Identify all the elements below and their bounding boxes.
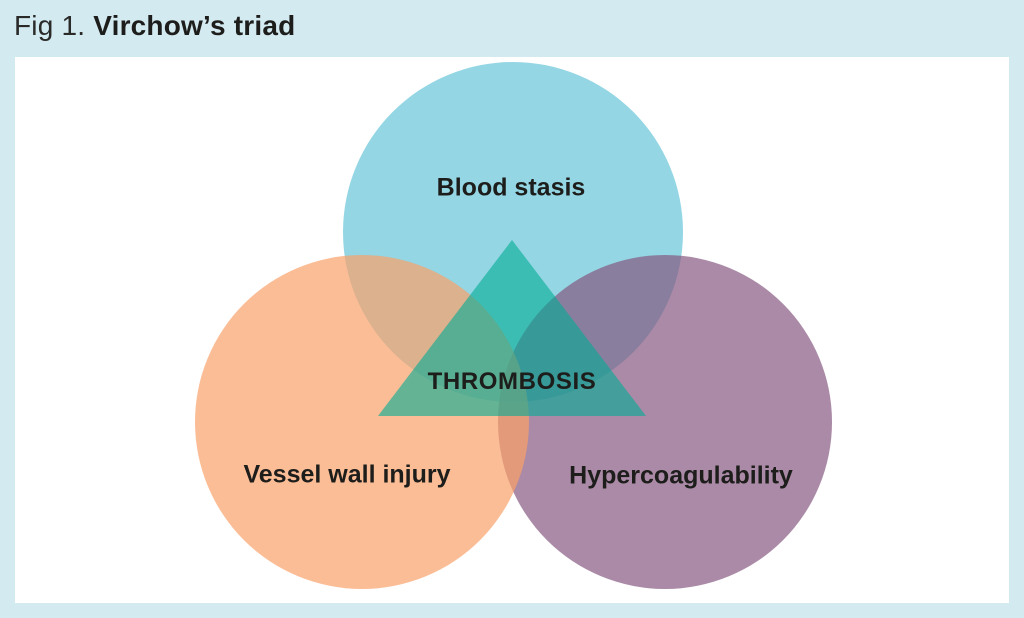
label-hypercoagulability: Hypercoagulability: [569, 461, 793, 490]
label-vessel-wall-injury: Vessel wall injury: [243, 460, 451, 489]
figure-title-text: Virchow’s triad: [93, 10, 296, 41]
label-thrombosis: THROMBOSIS: [427, 368, 597, 395]
figure-title: Fig 1. Virchow’s triad: [14, 6, 295, 46]
figure-number-label: Fig 1.: [14, 10, 86, 41]
diagram-panel: Blood stasis Vessel wall injury Hypercoa…: [15, 57, 1009, 603]
label-blood-stasis: Blood stasis: [436, 173, 586, 202]
